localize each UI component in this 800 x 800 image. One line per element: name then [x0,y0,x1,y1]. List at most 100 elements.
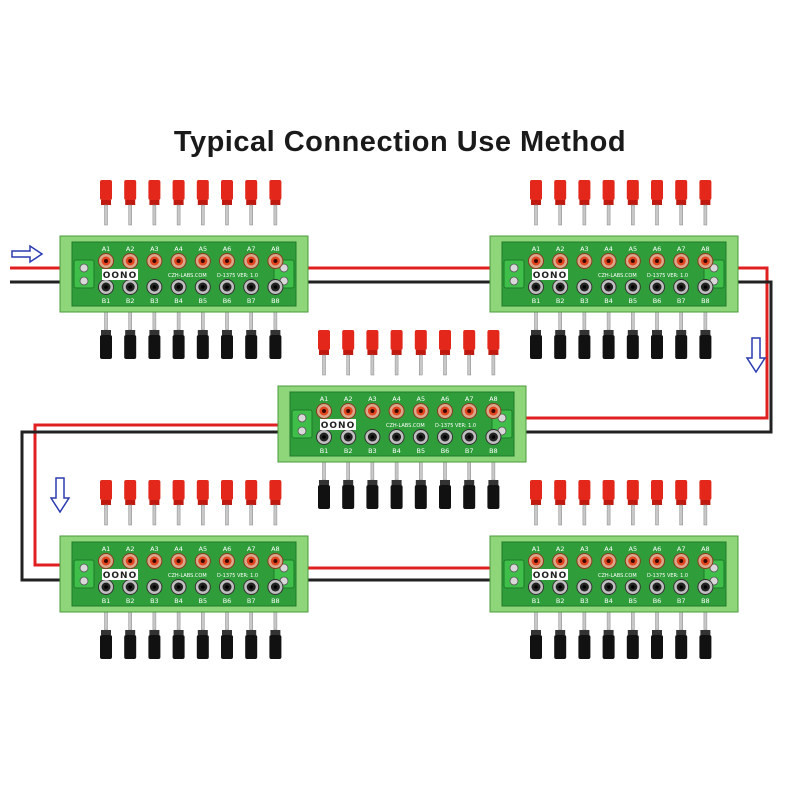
jack-label-bottom: B2 [344,447,353,455]
brand-logo: OONO [103,571,138,581]
black-plug-body [675,635,688,659]
jack-label-bottom: B4 [604,297,613,305]
red-plug-collar [246,500,257,505]
black-wire [520,280,773,434]
black-plug-body [172,335,185,359]
brand-plate [102,269,138,280]
arrow-down-icon [745,337,767,374]
black-plug-collar [246,330,257,335]
plug-pin [225,309,229,331]
plug-pin [201,504,205,526]
black-plug-body [578,335,591,359]
jack-label-top: A6 [223,545,232,553]
red-jack-core [655,559,659,563]
red-jack-core [104,559,108,563]
brand-plate [532,269,568,280]
plug-pin [128,309,132,331]
jack-label-bottom: B5 [628,297,637,305]
red-jack-core [176,559,181,563]
plug-pin [128,609,132,631]
black-jack-core [176,285,181,289]
black-plug-body [245,635,258,659]
red-plug-collar [464,350,475,355]
plug-pin [558,204,562,226]
screw-icon [509,276,519,286]
plug-pin [558,504,562,526]
jack-label-bottom: B8 [271,297,280,305]
black-plug-body [124,635,137,659]
jack-label-top: A6 [441,395,450,403]
red-plug-body [172,480,185,500]
red-jack-core [630,259,635,263]
black-plug-body [487,485,500,509]
black-jack-core [128,285,132,289]
plug-pin [679,609,683,631]
jack-label-top: A5 [629,245,638,253]
black-plug-collar [149,330,160,335]
black-jack-core [631,585,635,589]
jack-label-top: A2 [556,245,565,253]
red-plug-collar [101,200,111,205]
black-plug-collar [579,630,590,635]
brand-plate [102,569,138,580]
black-jack-core [249,585,253,589]
red-plug-body [221,480,233,500]
red-jack-core [394,409,399,413]
red-plug-body [269,180,282,200]
plug-pin [582,204,587,226]
red-plug-collar [222,500,232,505]
plug-pin [491,354,496,376]
red-plug-body [530,180,542,200]
red-plug-collar [603,500,614,505]
plug-pin [419,354,423,376]
jack-label-bottom: B1 [532,597,541,605]
red-plug-body [100,480,112,500]
plug-pin [419,459,423,481]
red-jack-core [128,259,133,263]
black-plug-body [439,485,451,509]
plug-pin [655,204,659,226]
red-plug-collar [531,500,541,505]
jack-label-top: A2 [126,545,135,553]
red-plug-collar [125,500,136,505]
plug-pin [104,609,108,631]
plug-pin [558,609,562,631]
screw-icon [297,413,307,423]
plug-pin [655,309,659,331]
screw-icon [509,576,519,586]
plug-pin [249,504,253,526]
black-jack-core [394,435,399,439]
red-jack-core [370,409,375,413]
plug-pin [703,504,708,526]
black-jack-core [152,585,157,589]
red-plug-body [578,180,591,200]
red-jack-core [273,559,278,563]
red-plug-collar [627,200,638,205]
black-plug-body [699,335,712,359]
black-jack-core [370,435,375,439]
plug-pin [249,204,253,226]
black-plug-collar [270,330,281,335]
maker-label: CZH-LABS.COM [168,573,207,579]
red-plug-collar [222,200,232,205]
red-plug-body [530,480,542,500]
black-plug-collar [627,630,638,635]
red-jack-core [491,409,496,413]
black-jack-core [558,285,562,289]
red-plug-body [675,180,688,200]
maker-label: CZH-LABS.COM [168,273,207,279]
red-plug-body [554,180,567,200]
red-plug-body [366,330,379,350]
screw-icon [509,563,519,573]
jack-label-top: A1 [102,245,111,253]
red-jack-core [225,559,229,563]
black-plug-collar [125,330,136,335]
model-label: D-1375 VER: 1.0 [647,573,688,579]
black-jack-core [491,435,496,439]
red-plug-collar [343,350,354,355]
black-plug-body [530,335,542,359]
jack-label-top: A6 [653,545,662,553]
plug-pin [104,309,108,331]
black-jack-core [679,285,683,289]
